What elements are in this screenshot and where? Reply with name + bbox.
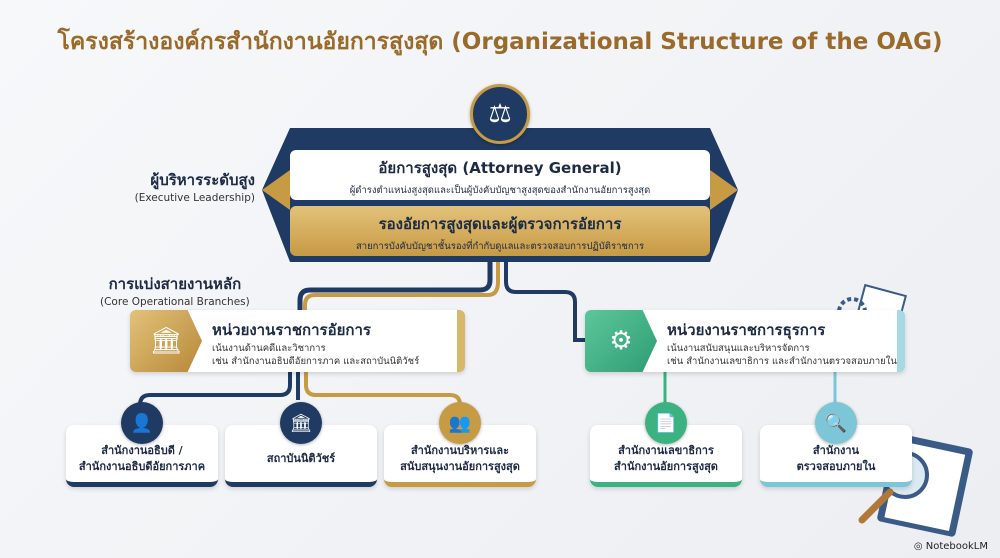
person-icon: 👤 — [121, 402, 163, 444]
brand-label: NotebookLM — [925, 541, 988, 552]
core-label-th: การแบ่งสายงานหลัก — [108, 275, 242, 293]
ag-desc: ผู้ดำรงตำแหน่งสูงสุดและเป็นผู้บังคับบัญช… — [349, 185, 651, 196]
unit-card-admin-support: สำนักงานบริหารและสนับสนุนงานอัยการสูงสุด — [384, 425, 536, 487]
branch-desc-2: เช่น สำนักงานอธิบดีอัยการภาค และสถาบันนิ… — [212, 356, 420, 367]
document-search-icon: 🔍 — [815, 402, 857, 444]
team-icon: 👥 — [439, 402, 481, 444]
unit-line-1: สถาบันนิติวัชร์ — [266, 451, 336, 465]
ag-title: อัยการสูงสุด (Attorney General) — [378, 159, 622, 177]
branch-desc-1: เน้นงานสนับสนุนและบริหารจัดการ — [667, 343, 810, 354]
deputy-ag-box: รองอัยการสูงสุดและผู้ตรวจการอัยการ สายกา… — [290, 206, 710, 256]
notebooklm-brand: ◎ NotebookLM — [913, 541, 988, 552]
administrative-branch-card: ⚙ หน่วยงานราชการธุรการ เน้นงานสนับสนุนแล… — [585, 310, 905, 372]
unit-line-1: สำนักงานอธิบดี / — [101, 443, 183, 457]
prosecution-branch-card: 🏛 หน่วยงานราชการอัยการ เน้นงานด้านคดีและ… — [130, 310, 465, 372]
unit-card-secretariat: สำนักงานเลขาธิการสำนักงานอัยการสูงสุด — [590, 425, 742, 487]
unit-line-2: ตรวจสอบภายใน — [796, 459, 876, 473]
deputy-title: รองอัยการสูงสุดและผู้ตรวจการอัยการ — [378, 215, 622, 233]
gavel-icon: ⚖ — [470, 84, 530, 144]
branch-title: หน่วยงานราชการธุรการ — [667, 321, 826, 339]
core-section-label: การแบ่งสายงานหลัก (Core Operational Bran… — [100, 272, 250, 308]
branch-desc-2: เช่น สำนักงานเลขาธิการ และสำนักงานตรวจสอ… — [667, 356, 897, 367]
frame-left-arrow — [262, 170, 290, 210]
frame-right-arrow — [710, 170, 738, 210]
executive-section-label: ผู้บริหารระดับสูง (Executive Leadership) — [135, 168, 255, 204]
deputy-desc: สายการบังคับบัญชาชั้นรองที่กำกับดูแลและต… — [355, 241, 645, 252]
document-gear-icon: 📄 — [645, 402, 687, 444]
branch-title: หน่วยงานราชการอัยการ — [212, 321, 371, 339]
executive-label-en: (Executive Leadership) — [134, 192, 255, 204]
attorney-general-box: อัยการสูงสุด (Attorney General) ผู้ดำรงต… — [290, 150, 710, 200]
core-label-en: (Core Operational Branches) — [100, 296, 250, 308]
page-title: โครงสร้างองค์กรสำนักงานอัยการสูงสุด (Org… — [57, 29, 943, 55]
unit-line-1: สำนักงาน — [812, 443, 860, 457]
unit-line-2: สำนักงานอัยการสูงสุด — [614, 459, 718, 473]
unit-line-1: สำนักงานบริหารและ — [410, 443, 510, 457]
branch-desc-1: เน้นงานด้านคดีและวิชาการ — [212, 343, 326, 354]
unit-line-1: สำนักงานเลขาธิการ — [618, 443, 714, 457]
executive-label-th: ผู้บริหารระดับสูง — [150, 171, 255, 189]
pillar-book-icon: 🏛 — [130, 310, 202, 372]
unit-line-2: สำนักงานอธิบดีอัยการภาค — [78, 459, 206, 473]
unit-line-2: สนับสนุนงานอัยการสูงสุด — [400, 459, 520, 473]
institution-icon: 🏛 — [280, 402, 322, 444]
document-gears-icon: ⚙ — [585, 310, 657, 372]
